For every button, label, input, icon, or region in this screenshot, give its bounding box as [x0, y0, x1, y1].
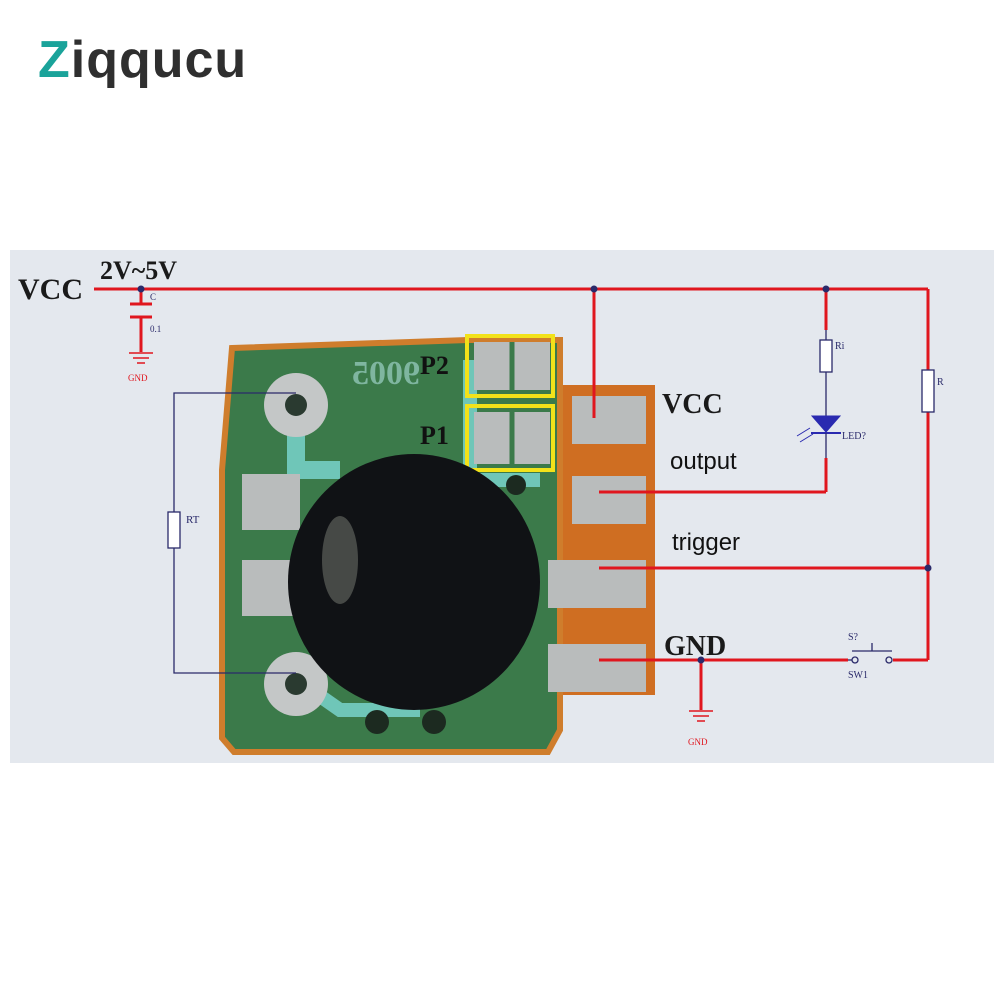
r-resistor: [921, 369, 935, 413]
capacitor-value: 0.1: [150, 324, 161, 334]
led-icon: [796, 415, 842, 458]
rt-label: RT: [186, 514, 200, 526]
board-via: [422, 710, 446, 734]
push-switch-icon: [848, 643, 893, 664]
board-via: [365, 710, 389, 734]
highlight-box-p1: [465, 404, 555, 472]
capacitor: [130, 302, 152, 319]
epoxy-chip: [288, 454, 540, 710]
pin-label-output: output: [670, 448, 737, 475]
wire-network: [94, 287, 930, 710]
ground-symbol-bottom: [689, 710, 713, 722]
mounting-hole-bottom: [264, 652, 328, 716]
led-label: LED?: [842, 431, 866, 442]
board-code: 9005: [352, 355, 420, 392]
voltage-range-label: 2V~5V: [100, 256, 177, 285]
r-label: R: [937, 377, 944, 388]
switch-ref-label: S?: [848, 632, 859, 643]
junction-dots: [137, 285, 932, 664]
jumper-label-p1: P1: [420, 421, 449, 450]
rt-resistor: [167, 511, 181, 549]
ri-label: Ri: [835, 341, 845, 352]
ground-label-left: GND: [128, 373, 148, 383]
pad-gnd: [548, 644, 646, 692]
brand-logo-text: iqqucu: [70, 31, 248, 89]
ground-label-bottom: GND: [688, 737, 708, 747]
pin-label-trigger: trigger: [672, 529, 740, 556]
brand-logo-letter: Z: [38, 31, 71, 89]
ri-resistor: [819, 339, 833, 373]
pad-vcc: [572, 396, 646, 444]
board-via: [506, 475, 526, 495]
brand-logo: Ziqqucu: [38, 30, 247, 90]
board-pad: [242, 474, 300, 530]
vcc-input-label: VCC: [18, 273, 83, 306]
board-copper-edge: [548, 385, 655, 695]
mounting-hole-top: [264, 373, 328, 437]
highlight-box-p2: [465, 334, 555, 398]
ground-symbol-left: [129, 352, 153, 364]
jumper-label-p2: P2: [420, 351, 449, 380]
pin-label-vcc: VCC: [662, 389, 723, 420]
pad-output: [572, 476, 646, 524]
pin-label-gnd: GND: [664, 631, 726, 662]
epoxy-highlight: [322, 516, 358, 604]
switch-name-label: SW1: [848, 670, 868, 681]
capacitor-label: C: [150, 292, 156, 302]
